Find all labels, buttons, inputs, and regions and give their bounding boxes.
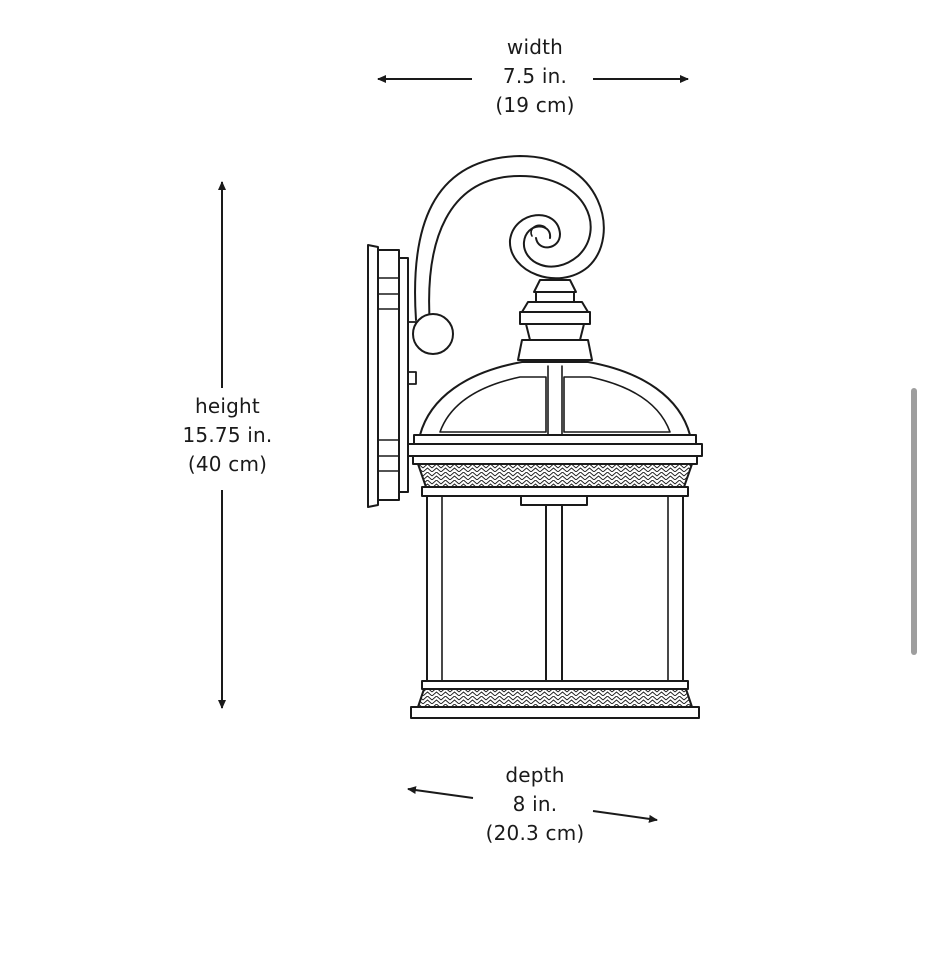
depth-arrow-left — [407, 786, 474, 799]
height-dimension-label: height 15.75 in. (40 cm) — [145, 392, 310, 479]
depth-arrow-right — [592, 810, 658, 823]
vertical-scrollbar[interactable] — [911, 388, 917, 655]
depth-dimension-label: depth 8 in. (20.3 cm) — [455, 761, 615, 848]
lantern-glass-body — [426, 495, 684, 682]
height-name: height — [195, 394, 260, 418]
lantern-bottom-rim — [410, 680, 700, 719]
lantern-finial — [517, 279, 593, 361]
wall-backplate — [367, 244, 419, 508]
width-imperial-value: 7.5 in. — [502, 64, 568, 88]
depth-arrows — [407, 786, 658, 823]
width-dimension-label: width 7.5 in. (19 cm) — [455, 33, 615, 120]
lantern-dome — [419, 361, 691, 436]
height-metric-value: (40 cm) — [187, 452, 268, 476]
depth-name: depth — [505, 763, 565, 787]
width-metric-value: (19 cm) — [495, 93, 575, 117]
depth-imperial-value: 8 in. — [512, 792, 558, 816]
width-name: width — [506, 35, 564, 59]
depth-metric-value: (20.3 cm) — [485, 821, 585, 845]
scroll-arm — [412, 155, 605, 355]
lantern-upper-rim — [407, 434, 703, 497]
wall-lantern-illustration — [367, 155, 703, 719]
height-imperial-value: 15.75 in. — [182, 423, 273, 447]
